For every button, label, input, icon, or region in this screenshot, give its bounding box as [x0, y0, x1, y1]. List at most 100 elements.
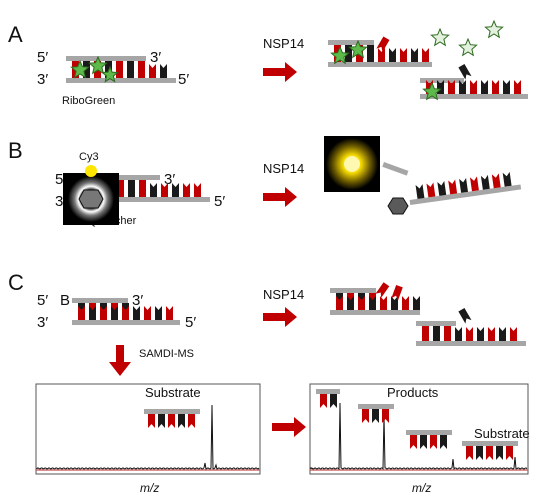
rna-strand: [462, 441, 518, 446]
nucleotide-base: [391, 296, 398, 310]
nucleotide-base: [116, 64, 123, 78]
nucleotide-base: [448, 179, 458, 195]
nucleotide-base: [415, 184, 425, 199]
spectrum-right-fragment-glyphs: [316, 389, 518, 460]
nucleotide-base: [499, 327, 506, 341]
nucleotide-base: [128, 183, 135, 197]
nucleotide-base: [148, 414, 155, 428]
spectrum-left-substrate-label: Substrate: [145, 385, 201, 400]
panel-a-enzyme-label: NSP14: [263, 36, 304, 51]
fluorescent-dye-inset: [324, 136, 380, 192]
panel-c-label: C: [8, 270, 24, 295]
rna-strand: [358, 404, 394, 409]
panel-b-top-5prime: 5′: [55, 171, 66, 188]
nucleotide-base: [139, 183, 146, 197]
quenched-dye-inset: [63, 173, 119, 225]
nucleotide-base: [496, 446, 503, 460]
nucleotide-base: [506, 446, 513, 460]
nucleotide-base: [488, 327, 495, 341]
nucleotide-base: [380, 296, 387, 310]
rna-strand: [420, 94, 528, 99]
nucleotide-base: [444, 327, 451, 341]
panel-b-enzyme-label: NSP14: [263, 161, 304, 176]
nucleotide-base: [459, 177, 469, 193]
panel-a-top-3prime: 3′: [150, 49, 161, 66]
ribogreen-star: [330, 45, 350, 65]
rna-strand: [100, 197, 210, 202]
panel-b-bottom-3prime: 3′: [55, 193, 66, 210]
spectrum-left-xlabel: m/z: [140, 481, 159, 495]
panel-c-top-3prime: 3′: [132, 292, 143, 309]
panel-c-enzyme-label: NSP14: [263, 287, 304, 302]
nucleotide-base: [389, 48, 396, 62]
rna-strand: [316, 389, 340, 394]
nucleotide-base: [486, 446, 493, 460]
ribogreen-star: [484, 19, 504, 39]
panel-a-bottom-3prime: 3′: [37, 71, 48, 88]
nucleotide-base: [492, 80, 499, 94]
panel-b-reaction-arrow: [263, 187, 297, 207]
panel-a-ribogreen-stars: [70, 55, 119, 83]
spectrum-right-products-label: Products: [387, 385, 439, 400]
panel-a-products: [328, 19, 528, 101]
rna-strand: [144, 409, 200, 414]
panel-b-top-3prime: 3′: [164, 171, 175, 188]
nucleotide-base: [183, 183, 190, 197]
nucleotide-base: [458, 64, 472, 80]
nucleotide-base: [437, 181, 447, 196]
panel-c-bottom-3prime: 3′: [37, 314, 48, 331]
nucleotide-base: [502, 171, 512, 187]
panel-c-bottom-5prime: 5′: [185, 314, 196, 331]
nucleotide-base: [382, 409, 389, 423]
nucleotide-base: [376, 36, 390, 53]
ribogreen-star: [88, 55, 108, 75]
ribogreen-star: [348, 39, 368, 59]
nucleotide-base: [378, 48, 385, 62]
samdi-label: SAMDI-MS: [139, 348, 194, 360]
rna-strand: [330, 288, 376, 293]
nucleotide-base: [336, 296, 343, 310]
nucleotide-base: [111, 306, 118, 320]
nucleotide-base: [466, 446, 473, 460]
nucleotide-base: [458, 308, 472, 324]
nucleotide-base: [367, 48, 374, 62]
spectrum-right-xlabel: m/z: [412, 481, 431, 495]
nucleotide-base: [358, 296, 365, 310]
nucleotide-base: [347, 296, 354, 310]
nucleotide-base: [158, 414, 165, 428]
nucleotide-base: [320, 394, 327, 408]
spectrum-left: Substrate: [35, 383, 261, 475]
nucleotide-base: [138, 64, 145, 78]
rna-strand: [66, 78, 176, 83]
rna-strand: [409, 184, 522, 205]
ribogreen-star: [101, 65, 119, 83]
spectrum-left-substrate-glyph: [144, 409, 200, 428]
nucleotide-base: [161, 183, 168, 197]
nucleotide-base: [480, 174, 490, 190]
cy3-dye: [85, 165, 97, 177]
nucleotide-base: [188, 414, 195, 428]
nucleotide-base: [78, 306, 85, 320]
nucleotide-base: [455, 327, 462, 341]
cy3-label: Cy3: [79, 151, 99, 163]
nucleotide-base: [194, 183, 201, 197]
nucleotide-base: [172, 183, 179, 197]
rna-strand: [100, 175, 160, 180]
nucleotide-base: [440, 435, 447, 449]
nucleotide-base: [402, 296, 409, 310]
nucleotide-base: [411, 48, 418, 62]
spectrum-arrow: [272, 417, 306, 437]
ribogreen-star: [458, 37, 478, 57]
nucleotide-base: [149, 64, 156, 78]
rna-strand: [330, 310, 420, 315]
rna-strand: [420, 78, 464, 83]
nucleotide-base: [155, 306, 162, 320]
nucleotide-base: [166, 306, 173, 320]
nucleotide-base: [400, 48, 407, 62]
quencher-hex: [387, 197, 409, 215]
nucleotide-base: [345, 48, 352, 62]
panel-c-duplex: [72, 298, 180, 325]
spectrum-right: Products Substrate: [309, 383, 530, 475]
rna-strand: [328, 40, 374, 45]
